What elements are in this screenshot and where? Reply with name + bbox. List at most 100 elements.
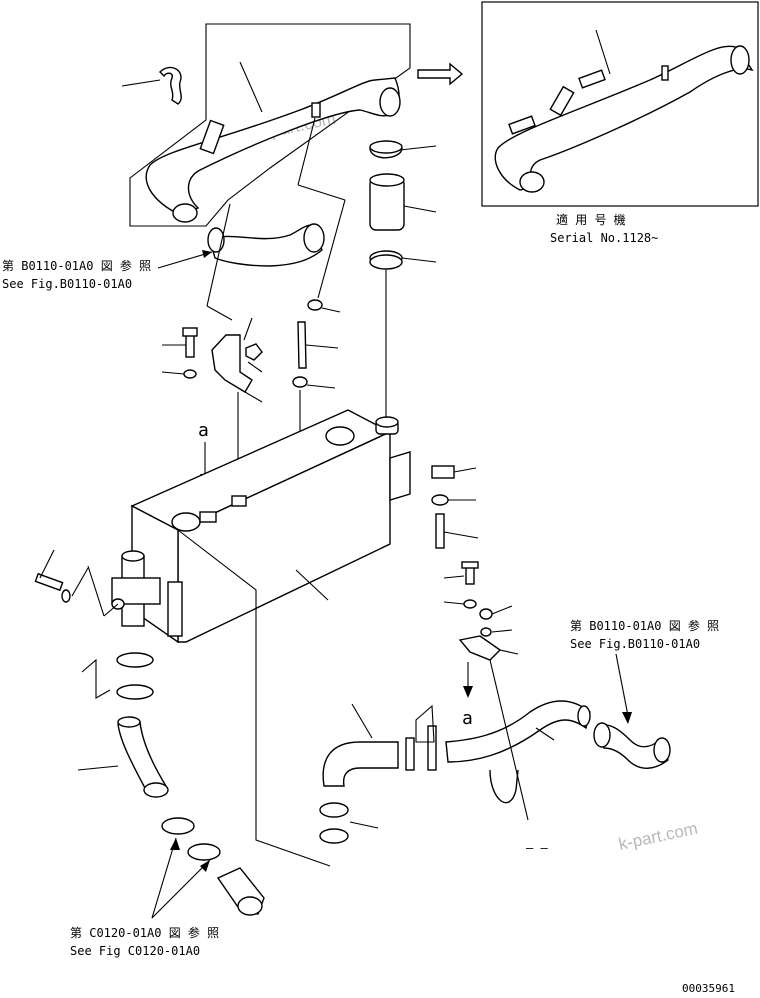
arrowhead-ref-bottom-1 [170,838,180,850]
bolt-1 [185,334,195,358]
tank-side-bracket [389,451,411,501]
arrow-a-lower-head [463,686,473,698]
upper-elbow-end [303,223,325,253]
leader-small-hose-mid [305,344,339,349]
ref-b0110-top-jp: 第 B0110-01A0 図 参 照 [2,258,151,273]
upper-pipe-bracket [311,102,321,118]
leader-bolt-left [39,549,55,579]
center-clamp-2 [319,828,349,844]
left-clamp-4 [187,843,221,861]
bolt-right-head [461,561,479,569]
left-clamp-3 [161,817,195,835]
leader-small-hose-right [443,531,479,539]
leader-washer-left [71,567,89,597]
leader-clamp-2 [401,257,437,263]
ref-b0110-right-jp: 第 B0110-01A0 図 参 照 [570,618,719,633]
view-a-lower: a [462,708,473,729]
arrowhead-ref-top [202,250,212,258]
fitting-right [431,465,455,479]
leader-washer-right [443,601,465,605]
leader-small-hose [121,79,161,87]
connector-frame [415,704,435,743]
ref-c0120-bottom-en: See Fig C0120-01A0 [70,944,200,958]
lower-long-hose [445,700,591,763]
inset-bracket-2 [578,69,606,89]
view-a-upper: a [198,420,209,441]
leader-tank [295,569,329,601]
clamp-lower-right-2 [369,254,403,270]
center-clamp-1 [319,802,349,818]
leader-nut-1a [243,317,253,341]
tank-boss-left [199,511,217,523]
inset-bracket-1 [508,115,536,135]
leader-lower-hose [535,727,555,741]
upper-detail-frame [129,23,411,227]
right-elbow [597,724,669,769]
connector-left [405,737,415,771]
left-elbow-bottom [143,782,169,798]
leader-center-elbow [351,703,373,739]
guide-bracket-2 [206,305,233,321]
small-hose-right [435,513,445,549]
ref-c0120-bottom-jp: 第 C0120-01A0 図 参 照 [70,925,219,940]
guide-tank-lower [177,529,331,867]
guide-bracket-1 [206,203,231,307]
tank-top-port-right [325,426,355,446]
washer-right-2 [480,627,492,637]
small-hose-top [159,66,182,105]
bolt-left [34,572,64,592]
leader-bolt-right [443,575,465,579]
leader-inlet-2 [103,603,119,617]
leader-fitting [453,467,477,473]
leader-clip-bracket [499,649,519,655]
leader-inset [595,29,611,75]
guide-mid-3 [317,199,346,299]
tank-end-bracket [167,581,183,637]
right-elbow-clamp [593,722,611,748]
upper-pipe-stub [199,119,225,155]
tank-outlet-top-ring [375,416,399,428]
upper-pipe-end-left [172,203,198,223]
guide-mid-1 [297,117,316,186]
leader-clip-1 [321,307,341,313]
inset-tab [661,65,669,81]
leader-ref-right [615,653,629,717]
guide-mid-2 [297,184,346,201]
inset-applicable-label: 適 用 号 機 [556,212,626,227]
small-bent-hose [489,769,519,804]
inset-stub [549,85,575,117]
small-hose-mid [297,321,307,369]
inset-serial-label: Serial No.1128~ [550,231,658,245]
leader-inlet [87,565,105,617]
clamp-upper-right-ring [369,140,403,154]
leader-bracket [244,391,263,403]
leader-ref-bottom-2 [151,859,211,919]
left-fitting-end [237,896,263,916]
upper-pipe [145,77,400,216]
arrowhead-ref-bottom-2 [200,860,210,872]
small-clip-2 [292,376,308,388]
inset-pipe-end-right [730,45,750,75]
leader-left-elbow [77,765,119,771]
left-clamp-2 [116,684,154,700]
left-elbow-hose [117,721,168,791]
watermark-bottom: k-part.com [617,819,699,854]
straight-hose-top [369,173,405,187]
leader-clip-2 [306,384,336,389]
leader-washer-right-2 [491,629,513,633]
nut-right [479,608,493,620]
inset-arrow [417,62,464,86]
clip-bracket-right [458,635,502,661]
washer-1 [183,369,197,379]
leader-straight-hose [403,205,437,213]
leader-ref-top [157,251,213,269]
mounting-bracket [211,334,253,393]
bolt-right [465,565,475,585]
washer-right [463,599,477,609]
connector-right [427,725,437,771]
drawing-number: 00035961 [682,982,735,995]
center-elbow-hose [322,741,399,787]
leader-center-clamps [349,821,379,829]
tank-boss-mid [231,495,247,507]
